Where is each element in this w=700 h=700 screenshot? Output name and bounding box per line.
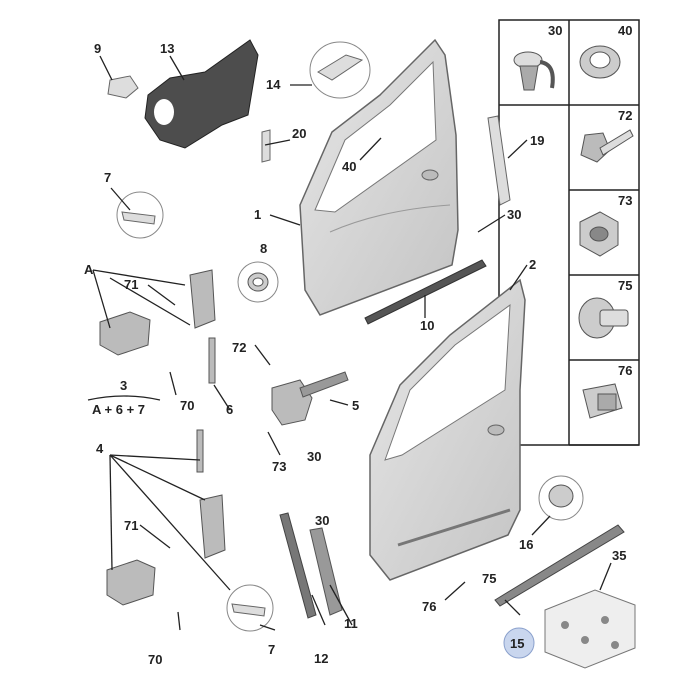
label-71-bottom: 71: [124, 518, 138, 533]
label-14: 14: [266, 77, 281, 92]
label-12: 12: [314, 651, 328, 666]
label-8: 8: [260, 241, 267, 256]
legend-label-30: 30: [548, 23, 562, 38]
label-6: 6: [226, 402, 233, 417]
callout-15-highlighted[interactable]: 15: [503, 627, 535, 659]
seal-part-20[interactable]: [261, 129, 271, 163]
strip-part-19[interactable]: [487, 115, 511, 206]
weatherstrip-10[interactable]: [364, 259, 487, 325]
legend-label-75: 75: [618, 278, 632, 293]
assembly-formula: 3 A + 6 + 7: [87, 378, 161, 417]
door-inner-panel-13[interactable]: [144, 39, 259, 149]
rear-view-door[interactable]: [369, 278, 526, 581]
formula-expression: A + 6 + 7: [92, 402, 145, 417]
label-30-top: 30: [507, 207, 521, 222]
label-19: 19: [530, 133, 544, 148]
legend-cell-76[interactable]: 76: [582, 363, 632, 419]
push-rivet-icon: [578, 297, 629, 339]
label-7-bottom: 7: [268, 642, 275, 657]
clip-kit-box-35[interactable]: [544, 589, 636, 669]
label-76: 76: [422, 599, 436, 614]
label-30-low: 30: [315, 513, 329, 528]
label-2: 2: [529, 257, 536, 272]
leader-lines: [92, 55, 612, 631]
front-door-shell[interactable]: [299, 38, 459, 316]
detail-bubble-8[interactable]: [237, 261, 279, 303]
label-5: 5: [352, 398, 359, 413]
plug-part-9[interactable]: [107, 75, 139, 99]
label-1: 1: [254, 207, 261, 222]
label-73: 73: [272, 459, 286, 474]
hex-nut-icon: [579, 211, 619, 257]
label-7-top: 7: [104, 170, 111, 185]
label-11: 11: [344, 616, 358, 631]
clip-icon: [513, 51, 555, 91]
label-75: 75: [482, 571, 496, 586]
legend-cell-30[interactable]: 30: [513, 23, 562, 91]
grommet-icon: [579, 45, 621, 79]
label-40: 40: [342, 159, 356, 174]
legend-label-72: 72: [618, 108, 632, 123]
label-70-bottom: 70: [148, 652, 162, 667]
label-70-top: 70: [180, 398, 194, 413]
label-9: 9: [94, 41, 101, 56]
label-30-mid: 30: [307, 449, 321, 464]
detail-bubble-7-bottom[interactable]: [226, 584, 274, 632]
legend-label-76: 76: [618, 363, 632, 378]
legend-label-40: 40: [618, 23, 632, 38]
label-4: 4: [96, 441, 104, 456]
bolt-icon: [580, 129, 634, 163]
label-13: 13: [160, 41, 174, 56]
label-A: A: [84, 262, 94, 277]
legend-cell-40[interactable]: 40: [579, 23, 632, 79]
legend-cell-72[interactable]: 72: [580, 108, 634, 163]
legend-panel: [498, 19, 640, 446]
trim-clip-icon: [582, 383, 623, 419]
label-10: 10: [420, 318, 434, 333]
legend-cell-73[interactable]: 73: [579, 193, 632, 257]
label-20: 20: [292, 126, 306, 141]
label-71-top: 71: [124, 277, 138, 292]
detail-bubble-14[interactable]: [309, 41, 371, 99]
formula-number: 3: [120, 378, 127, 393]
detail-bubble-16[interactable]: [538, 475, 584, 521]
door-check-5[interactable]: [271, 371, 349, 426]
label-72: 72: [232, 340, 246, 355]
moulding-part-15[interactable]: [494, 524, 625, 607]
seal-part-12[interactable]: [279, 512, 317, 619]
label-16: 16: [519, 537, 533, 552]
label-15: 15: [510, 636, 524, 651]
callout-labels: 9 13 14 20 40 19 1 30 2 10 7 A 71 8 72 5…: [84, 41, 626, 667]
legend-cell-75[interactable]: 75: [578, 278, 632, 339]
legend-label-73: 73: [618, 193, 632, 208]
label-35: 35: [612, 548, 626, 563]
detail-bubble-7-top[interactable]: [116, 191, 164, 239]
hinge-upper[interactable]: [99, 269, 216, 384]
hinge-lower[interactable]: [106, 429, 226, 606]
